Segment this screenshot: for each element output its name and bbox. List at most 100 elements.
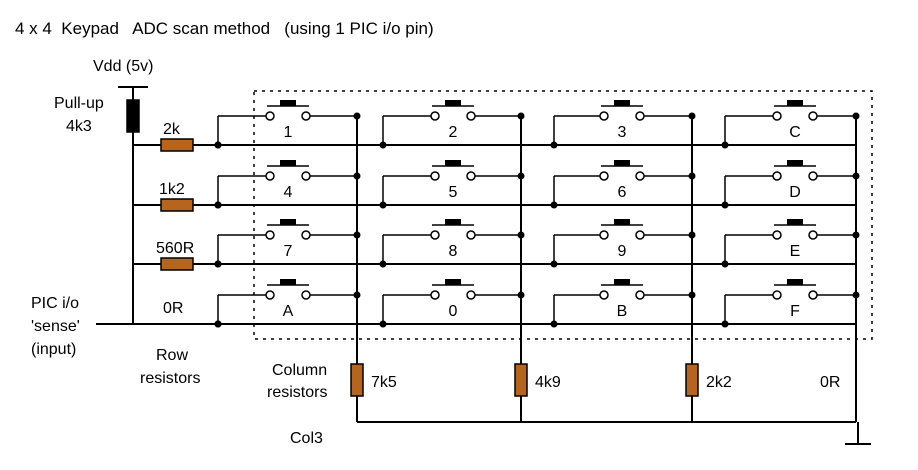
key-contact — [599, 111, 609, 121]
key-contact — [466, 290, 476, 300]
junction-dot — [379, 201, 387, 209]
key-plunger — [280, 100, 296, 106]
key-contact — [265, 111, 275, 121]
key-label: A — [283, 303, 294, 320]
key-contact — [430, 171, 440, 181]
key-plunger — [280, 279, 296, 285]
key-label: D — [789, 184, 801, 201]
key-contact — [772, 290, 782, 300]
key-contact — [301, 111, 311, 121]
junction-dot — [852, 112, 860, 120]
key-plunger — [787, 219, 803, 225]
column-resistors-caption-2: resistors — [267, 384, 327, 401]
junction-dot — [214, 201, 222, 209]
key-contact — [772, 171, 782, 181]
row-resistor-label: 0R — [163, 300, 183, 317]
supply-label: Vdd (5v) — [93, 58, 153, 75]
column-resistor-label: 4k9 — [535, 374, 561, 391]
row-resistors-caption-2: resistors — [140, 370, 200, 387]
key-contact — [808, 230, 818, 240]
key-label: 7 — [284, 243, 293, 260]
pic-pin-line1: PIC i/o — [31, 295, 79, 312]
row-resistor — [160, 198, 194, 212]
key-plunger — [787, 279, 803, 285]
key-contact — [635, 171, 645, 181]
key-plunger — [614, 219, 630, 225]
key-plunger — [787, 160, 803, 166]
junction-dot — [852, 172, 860, 180]
key-label: 4 — [284, 184, 293, 201]
key-label: 2 — [449, 124, 458, 141]
key-plunger — [445, 100, 461, 106]
key-contact — [265, 171, 275, 181]
junction-dot — [353, 172, 361, 180]
row-resistor-label: 560R — [156, 240, 194, 257]
key-plunger — [280, 160, 296, 166]
key-contact — [430, 230, 440, 240]
key-label: 0 — [449, 303, 458, 320]
key-contact — [808, 111, 818, 121]
key-contact — [635, 230, 645, 240]
junction-dot — [721, 260, 729, 268]
column-resistor — [350, 363, 364, 397]
key-plunger — [445, 279, 461, 285]
key-contact — [808, 171, 818, 181]
key-contact — [599, 230, 609, 240]
junction-dot — [688, 231, 696, 239]
row-resistor-label: 2k — [163, 121, 181, 138]
key-contact — [265, 230, 275, 240]
pullup-value: 4k3 — [66, 118, 92, 135]
key-label: 6 — [618, 184, 627, 201]
junction-dot — [688, 291, 696, 299]
junction-dot — [852, 291, 860, 299]
key-contact — [772, 230, 782, 240]
junction-dot — [550, 201, 558, 209]
key-label: 1 — [284, 124, 293, 141]
key-label: 5 — [449, 184, 458, 201]
key-plunger — [445, 219, 461, 225]
junction-dot — [379, 141, 387, 149]
key-plunger — [787, 100, 803, 106]
column-resistors-caption-1: Column — [272, 362, 327, 379]
pic-pin-line3: (input) — [31, 341, 76, 358]
column-resistor-label: 0R — [820, 374, 840, 391]
column-resistor-label: 2k2 — [706, 374, 732, 391]
keypad-boundary — [253, 90, 873, 340]
junction-dot — [721, 320, 729, 328]
diagram-title: 4 x 4 Keypad ADC scan method (using 1 PI… — [15, 19, 434, 38]
pullup-label: Pull-up — [54, 95, 104, 112]
key-plunger — [614, 160, 630, 166]
key-label: 8 — [449, 243, 458, 260]
pullup-resistor — [126, 99, 140, 133]
key-contact — [301, 171, 311, 181]
junction-dot — [214, 260, 222, 268]
key-contact — [772, 111, 782, 121]
key-plunger — [614, 100, 630, 106]
key-contact — [301, 230, 311, 240]
column-resistor — [685, 363, 699, 397]
key-contact — [265, 290, 275, 300]
junction-dot — [353, 112, 361, 120]
junction-dot — [517, 112, 525, 120]
junction-dot — [517, 291, 525, 299]
junction-dot — [852, 231, 860, 239]
junction-dot — [721, 141, 729, 149]
key-contact — [466, 230, 476, 240]
key-plunger — [445, 160, 461, 166]
pic-pin-line2: 'sense' — [31, 318, 80, 335]
junction-dot — [379, 260, 387, 268]
junction-dot — [353, 231, 361, 239]
row-resistor — [160, 257, 194, 271]
junction-dot — [550, 260, 558, 268]
key-label: F — [790, 303, 800, 320]
junction-dot — [353, 291, 361, 299]
key-label: 9 — [618, 243, 627, 260]
junction-dot — [688, 112, 696, 120]
key-label: E — [790, 243, 801, 260]
junction-dot — [517, 172, 525, 180]
junction-dot — [721, 201, 729, 209]
key-contact — [430, 290, 440, 300]
